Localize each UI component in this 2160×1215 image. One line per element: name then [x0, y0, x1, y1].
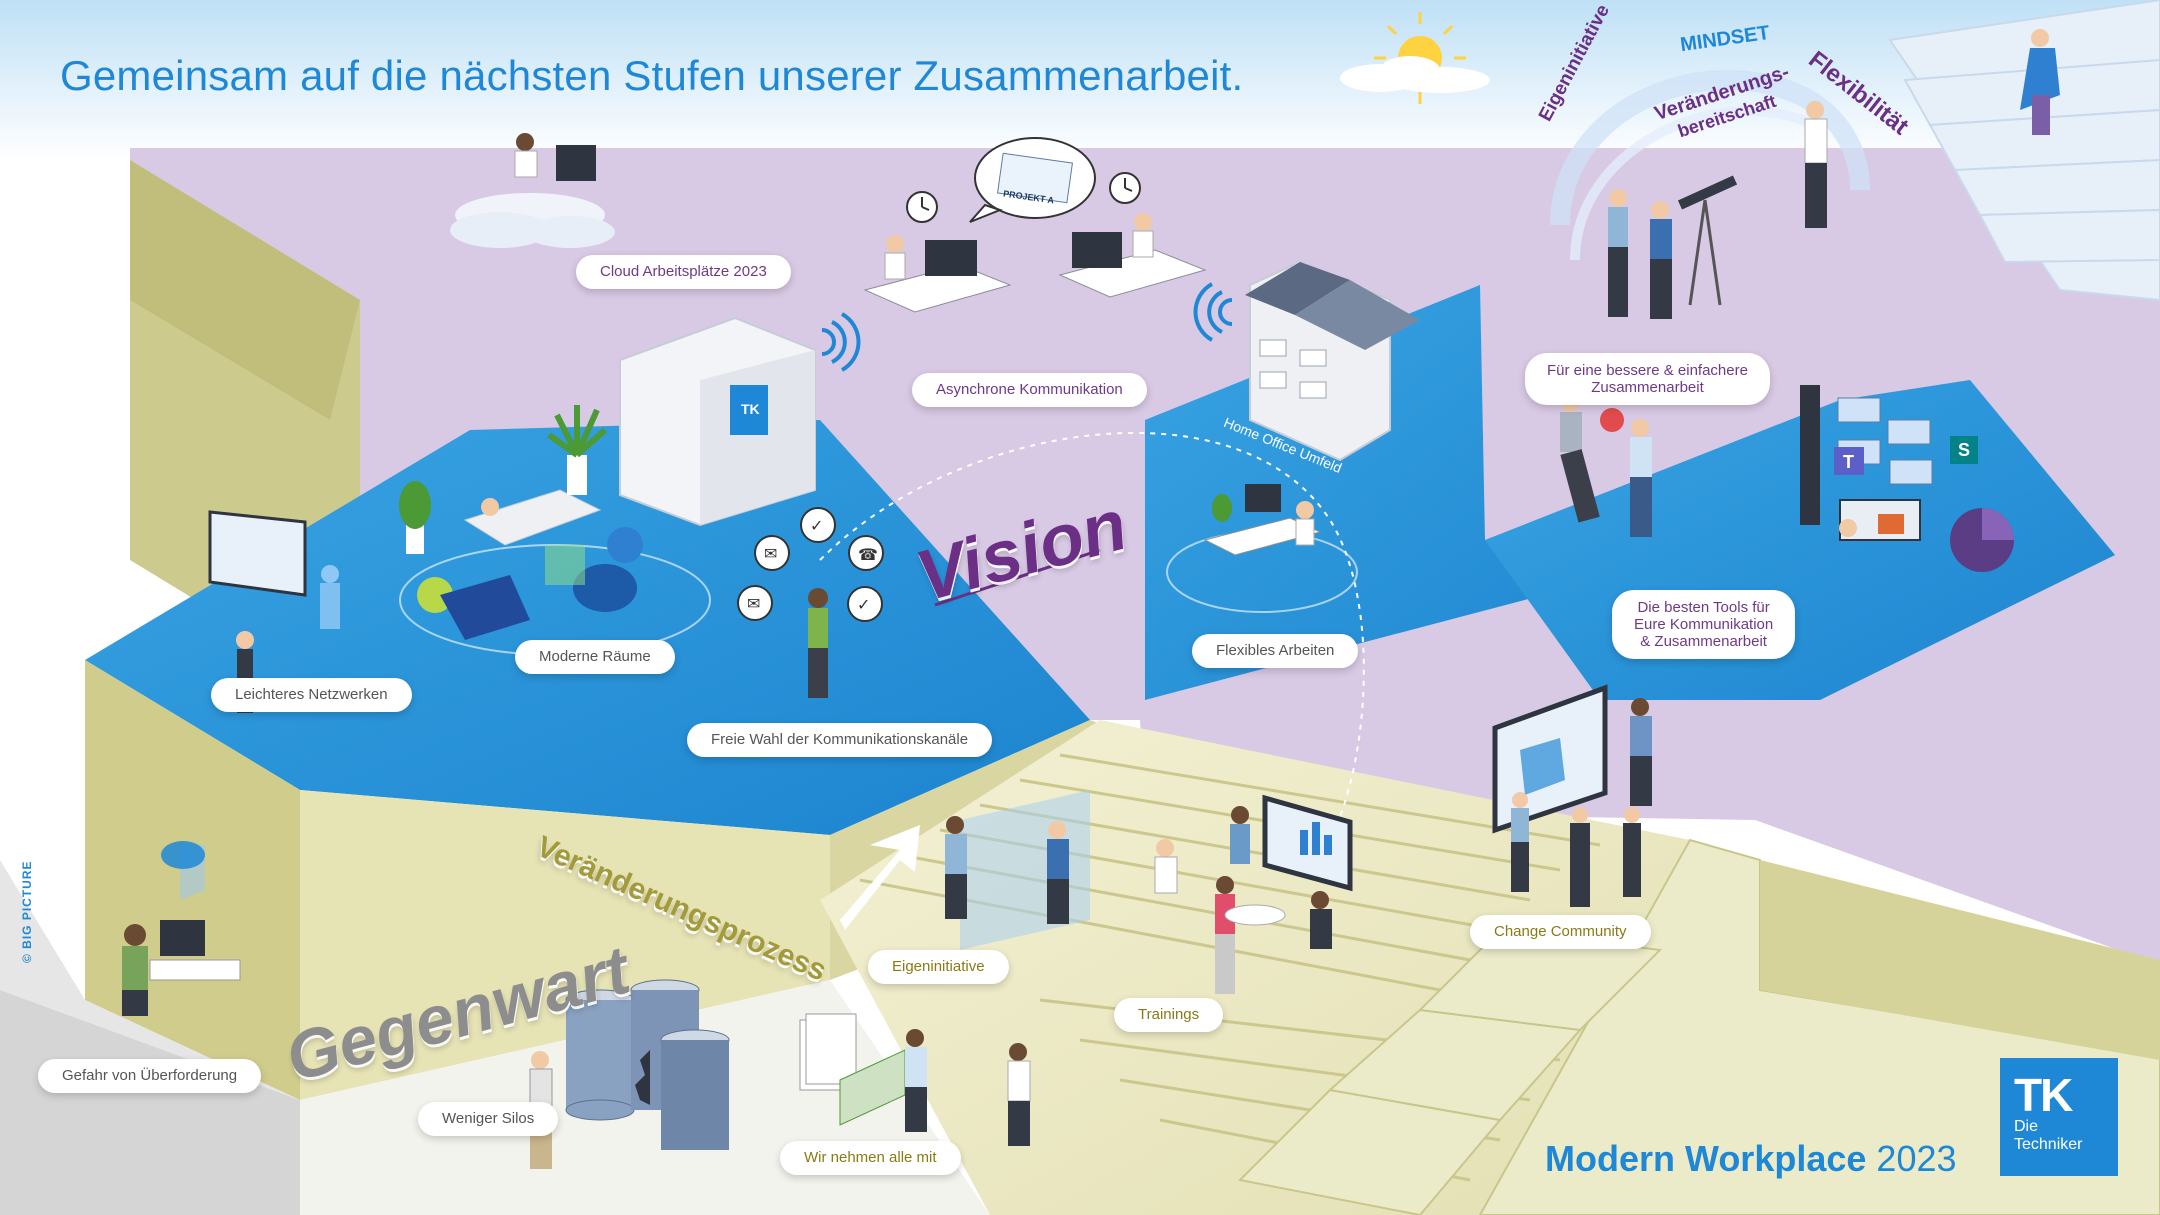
left-wall-top	[130, 160, 360, 420]
sky-background	[0, 0, 2160, 160]
communication-icons: ✉ ✓ ☎ ✉ ✓	[737, 507, 884, 698]
wifi-icon-house	[1193, 282, 1233, 342]
wifi-icon	[821, 312, 861, 372]
tk-building: TK	[619, 316, 816, 527]
svg-text:✉: ✉	[747, 596, 760, 613]
arrow-up-icon	[840, 825, 920, 930]
label-eigeninitiative: Eigeninitiative	[868, 950, 1009, 984]
telescope-team	[1608, 101, 1828, 319]
svg-text:TK: TK	[741, 401, 760, 417]
label-asynchrone-kommunikation: Asynchrone Kommunikation	[912, 373, 1147, 407]
tk-logo-mark: TK	[2014, 1069, 2073, 1121]
training-screen	[1154, 794, 1353, 994]
label-cloud-arbeitsplaetze: Cloud Arbeitsplätze 2023	[576, 255, 791, 289]
label-bessere-line2: Zusammenarbeit	[1591, 379, 1704, 396]
tk-logo-name-1: Die	[2014, 1118, 2039, 1135]
home-desk	[1166, 484, 1358, 613]
clock-icon	[1109, 172, 1141, 204]
plant-icon	[399, 481, 431, 554]
label-tools-line2: Eure Kommunikation	[1634, 616, 1774, 633]
bottom-floor-2	[0, 860, 300, 1100]
svg-text:☎: ☎	[858, 547, 878, 564]
tools-board: T S	[1800, 385, 2014, 572]
svg-text:S: S	[1958, 440, 1970, 460]
label-trainings: Trainings	[1114, 998, 1224, 1032]
upper-stairs	[1888, 0, 2160, 302]
label-tools-line1: Die besten Tools für	[1637, 599, 1770, 616]
label-change-community: Change Community	[1470, 915, 1651, 949]
silos	[529, 979, 730, 1169]
cloud-workplace	[450, 133, 615, 248]
label-leichteres-netzwerken: Leichteres Netzwerken	[211, 678, 412, 712]
tk-logo-name: Die Techniker	[2014, 1118, 2082, 1154]
image-credit: © BIG PICTURE	[20, 860, 34, 963]
speech-bubble	[969, 137, 1096, 223]
community-screen	[1492, 684, 1652, 907]
overload-worker	[122, 841, 241, 1016]
footer-title: Modern Workplace 2023	[1545, 1138, 1957, 1180]
label-wir-nehmen-alle-mit: Wir nehmen alle mit	[780, 1141, 961, 1175]
label-tools-line3: & Zusammenarbeit	[1640, 633, 1767, 650]
bottom-floor	[0, 990, 300, 1215]
paper-stack	[799, 1013, 1031, 1146]
svg-text:✓: ✓	[857, 597, 870, 614]
label-bessere-zusammenarbeit: Für eine bessere & einfachere Zusammenar…	[1525, 353, 1770, 405]
mindset-arc	[1550, 70, 1870, 261]
label-bessere-line1: Für eine bessere & einfachere	[1547, 362, 1748, 379]
svg-text:✉: ✉	[764, 546, 777, 563]
plant-icon	[547, 405, 607, 495]
house	[1245, 260, 1420, 462]
label-beste-tools: Die besten Tools für Eure Kommunikation …	[1612, 590, 1796, 659]
label-gefahr-ueberforderung: Gefahr von Überforderung	[38, 1059, 262, 1093]
footer-title-bold: Modern Workplace	[1545, 1138, 1867, 1179]
page-title: Gemeinsam auf die nächsten Stufen unsere…	[60, 52, 1244, 99]
label-moderne-raeume: Moderne Räume	[515, 640, 675, 674]
clock-icon	[906, 191, 938, 223]
climbing-hero	[2020, 29, 2060, 135]
mid-wall-front	[300, 790, 830, 1100]
svg-text:T: T	[1843, 452, 1854, 472]
tk-logo: TK Die Techniker	[2000, 1058, 2118, 1176]
dashed-path	[819, 431, 1365, 841]
lounge	[399, 489, 711, 656]
tk-logo-name-2: Techniker	[2014, 1136, 2083, 1153]
svg-text:✓: ✓	[810, 518, 823, 535]
label-flexibles-arbeiten: Flexibles Arbeiten	[1192, 634, 1359, 668]
desk-left	[863, 235, 1012, 313]
vision-swoosh	[934, 548, 1101, 607]
right-stairs-wall	[1760, 860, 2160, 1060]
desk-right	[1058, 213, 1207, 298]
cloud-icon	[1340, 56, 1490, 93]
eigeninitiative-scene	[945, 790, 1090, 950]
label-freie-wahl: Freie Wahl der Kommunikationskanäle	[687, 723, 993, 757]
label-weniger-silos: Weniger Silos	[418, 1102, 559, 1136]
footer-title-year: 2023	[1876, 1138, 1957, 1179]
